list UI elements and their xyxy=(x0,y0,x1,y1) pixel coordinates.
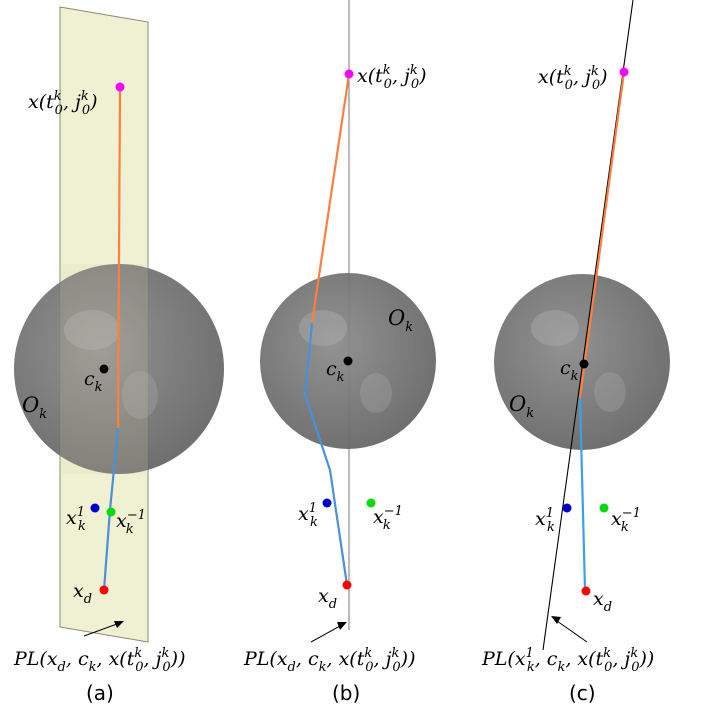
obstacle-label: Ok xyxy=(509,392,534,421)
pointer-arrow xyxy=(556,620,588,643)
pointer-arrowhead xyxy=(551,616,561,624)
goal-label: xd xyxy=(73,580,92,607)
point-minus xyxy=(599,503,609,513)
point-plus xyxy=(322,498,332,508)
path-before xyxy=(310,73,351,324)
start-point xyxy=(344,69,354,79)
sphere-highlight xyxy=(531,310,579,346)
goal-point xyxy=(99,585,109,595)
panel-caption: (c) xyxy=(569,681,596,705)
center-label: ck xyxy=(84,368,103,395)
sphere-highlight xyxy=(360,373,392,413)
sphere-highlight xyxy=(299,310,347,346)
point-plus xyxy=(562,503,572,513)
center-label: ck xyxy=(326,358,345,385)
sphere-highlight xyxy=(64,310,120,350)
pointer-arrow xyxy=(310,625,341,643)
center-point xyxy=(343,356,353,366)
center-point xyxy=(99,364,109,374)
start-point xyxy=(619,67,629,77)
path-before xyxy=(578,71,626,399)
center-label: ck xyxy=(560,357,579,384)
point-minus xyxy=(366,498,376,508)
goal-point xyxy=(581,586,591,596)
sphere-highlight xyxy=(122,371,158,419)
pointer-arrow xyxy=(83,623,118,637)
pointer-arrowhead xyxy=(114,621,124,628)
center-point xyxy=(579,359,589,369)
goal-label: xd xyxy=(318,585,337,612)
panel-caption: (a) xyxy=(86,681,114,705)
goal-point xyxy=(342,580,352,590)
path-after xyxy=(303,322,349,586)
point-plus xyxy=(90,503,100,513)
obstacle-label: Ok xyxy=(388,306,413,335)
path-after xyxy=(578,397,587,591)
panel-caption: (b) xyxy=(332,681,360,705)
pointer-arrowhead xyxy=(337,622,347,630)
goal-label: xd xyxy=(593,588,612,615)
sphere-highlight xyxy=(594,372,626,412)
point-minus xyxy=(106,507,116,517)
path-before xyxy=(116,86,122,429)
obstacle-label: Ok xyxy=(22,393,47,422)
start-point xyxy=(115,82,125,92)
